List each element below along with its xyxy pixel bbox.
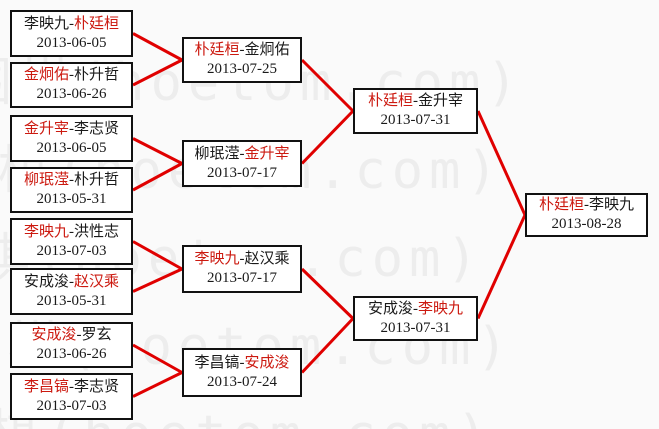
name-separator: - xyxy=(69,223,74,240)
match-players: 金炯佑-朴升哲 xyxy=(24,66,119,85)
match-players: 朴廷桓-金炯佑 xyxy=(194,41,289,60)
player-name: 朴廷桓 xyxy=(74,15,120,32)
name-separator: - xyxy=(413,93,418,109)
match-box-round1-4: 柳珉滢-朴升哲 2013-05-31 xyxy=(10,167,133,213)
match-box-round1-7: 安成浚-罗玄 2013-06-26 xyxy=(10,322,133,368)
player-name: 安成浚 xyxy=(367,300,413,317)
match-players: 安成浚-罗玄 xyxy=(31,326,111,345)
player-name: 金升宰 xyxy=(418,93,464,109)
match-date: 2013-05-31 xyxy=(36,292,107,309)
player-name: 李映九 xyxy=(589,197,635,213)
name-separator: - xyxy=(413,300,418,317)
match-players: 柳珉滢-朴升哲 xyxy=(24,171,119,190)
player-name: 金炯佑 xyxy=(244,42,290,58)
match-date: 2013-07-25 xyxy=(207,61,277,77)
match-box-round1-3: 金升宰-李志贤 2013-06-05 xyxy=(10,115,133,162)
match-players: 安成浚-李映九 xyxy=(368,300,463,319)
player-name: 柳珉滢 xyxy=(194,145,240,162)
name-separator: - xyxy=(239,145,245,162)
name-separator: - xyxy=(69,172,74,188)
match-date: 2013-07-17 xyxy=(207,164,277,181)
match-players: 李映九-赵汉乘 xyxy=(194,250,289,269)
name-separator: - xyxy=(239,354,245,371)
match-players: 金升宰-李志贤 xyxy=(24,120,119,139)
player-name: 金升宰 xyxy=(244,145,290,162)
match-date: 2013-05-31 xyxy=(36,191,107,207)
match-players: 朴廷桓-金升宰 xyxy=(368,92,463,111)
player-name: 李映九 xyxy=(23,15,69,32)
match-date: 2013-06-05 xyxy=(36,34,107,51)
match-date: 2013-06-05 xyxy=(36,139,107,156)
player-name: 朴升哲 xyxy=(74,172,120,188)
name-separator: - xyxy=(69,15,74,32)
player-name: 金炯佑 xyxy=(23,67,69,83)
player-name: 朴廷桓 xyxy=(194,42,240,58)
match-date: 2013-07-03 xyxy=(36,397,107,414)
name-separator: - xyxy=(76,327,82,343)
player-name: 金升宰 xyxy=(23,120,69,137)
match-box-round2-2: 柳珉滢-金升宰 2013-07-17 xyxy=(182,140,302,187)
player-name: 朴廷桓 xyxy=(538,197,584,213)
match-players: 柳珉滢-金升宰 xyxy=(194,145,289,164)
name-separator: - xyxy=(69,120,74,137)
player-name: 李昌镐 xyxy=(194,354,240,371)
name-separator: - xyxy=(239,42,245,58)
player-name: 安成浚 xyxy=(23,273,69,290)
match-box-round1-8: 李昌镐-李志贤 2013-07-03 xyxy=(10,373,133,420)
player-name: 安成浚 xyxy=(31,327,77,343)
player-name: 柳珉滢 xyxy=(23,172,69,188)
name-separator: - xyxy=(69,378,74,395)
match-date: 2013-07-03 xyxy=(36,242,107,259)
match-players: 李昌镐-李志贤 xyxy=(24,378,119,397)
match-box-semifinal-2: 安成浚-李映九 2013-07-31 xyxy=(353,296,478,341)
match-box-round1-1: 李映九-朴廷桓 2013-06-05 xyxy=(10,10,133,57)
match-players: 李映九-洪性志 xyxy=(24,223,119,242)
match-players: 安成浚-赵汉乘 xyxy=(24,273,119,292)
match-players: 李昌镐-安成浚 xyxy=(194,354,289,373)
player-name: 朴升哲 xyxy=(74,67,120,83)
match-date: 2013-07-17 xyxy=(207,270,277,286)
match-date: 2013-07-31 xyxy=(380,112,451,128)
match-date: 2013-06-26 xyxy=(36,346,107,362)
name-separator: - xyxy=(584,197,589,213)
match-box-round1-5: 李映九-洪性志 2013-07-03 xyxy=(10,218,133,265)
player-name: 赵汉乘 xyxy=(244,251,290,267)
player-name: 赵汉乘 xyxy=(74,273,120,290)
match-box-round1-2: 金炯佑-朴升哲 2013-06-26 xyxy=(10,62,133,108)
match-date: 2013-08-28 xyxy=(551,216,622,232)
player-name: 李志贤 xyxy=(74,378,120,395)
match-date: 2013-07-24 xyxy=(207,373,277,390)
match-box-round2-3: 李映九-赵汉乘 2013-07-17 xyxy=(182,245,302,293)
name-separator: - xyxy=(69,273,74,290)
match-box-round2-1: 朴廷桓-金炯佑 2013-07-25 xyxy=(182,37,302,83)
match-players: 朴廷桓-李映九 xyxy=(539,196,634,215)
player-name: 朴廷桓 xyxy=(367,93,413,109)
match-date: 2013-06-26 xyxy=(36,86,107,102)
match-box-final: 朴廷桓-李映九 2013-08-28 xyxy=(525,193,648,237)
match-box-round1-6: 安成浚-赵汉乘 2013-05-31 xyxy=(10,268,133,315)
match-box-semifinal-1: 朴廷桓-金升宰 2013-07-31 xyxy=(353,88,478,134)
name-separator: - xyxy=(239,251,245,267)
match-box-round2-4: 李昌镐-安成浚 2013-07-24 xyxy=(182,348,302,397)
player-name: 李映九 xyxy=(418,300,464,317)
player-name: 李昌镐 xyxy=(23,378,69,395)
name-separator: - xyxy=(69,67,74,83)
match-players: 李映九-朴廷桓 xyxy=(24,15,119,34)
match-date: 2013-07-31 xyxy=(380,319,451,336)
player-name: 李映九 xyxy=(23,223,69,240)
player-name: 李映九 xyxy=(194,251,240,267)
player-name: 安成浚 xyxy=(244,354,290,371)
player-name: 李志贤 xyxy=(74,120,120,137)
player-name: 洪性志 xyxy=(74,223,120,240)
player-name: 罗玄 xyxy=(81,327,112,343)
